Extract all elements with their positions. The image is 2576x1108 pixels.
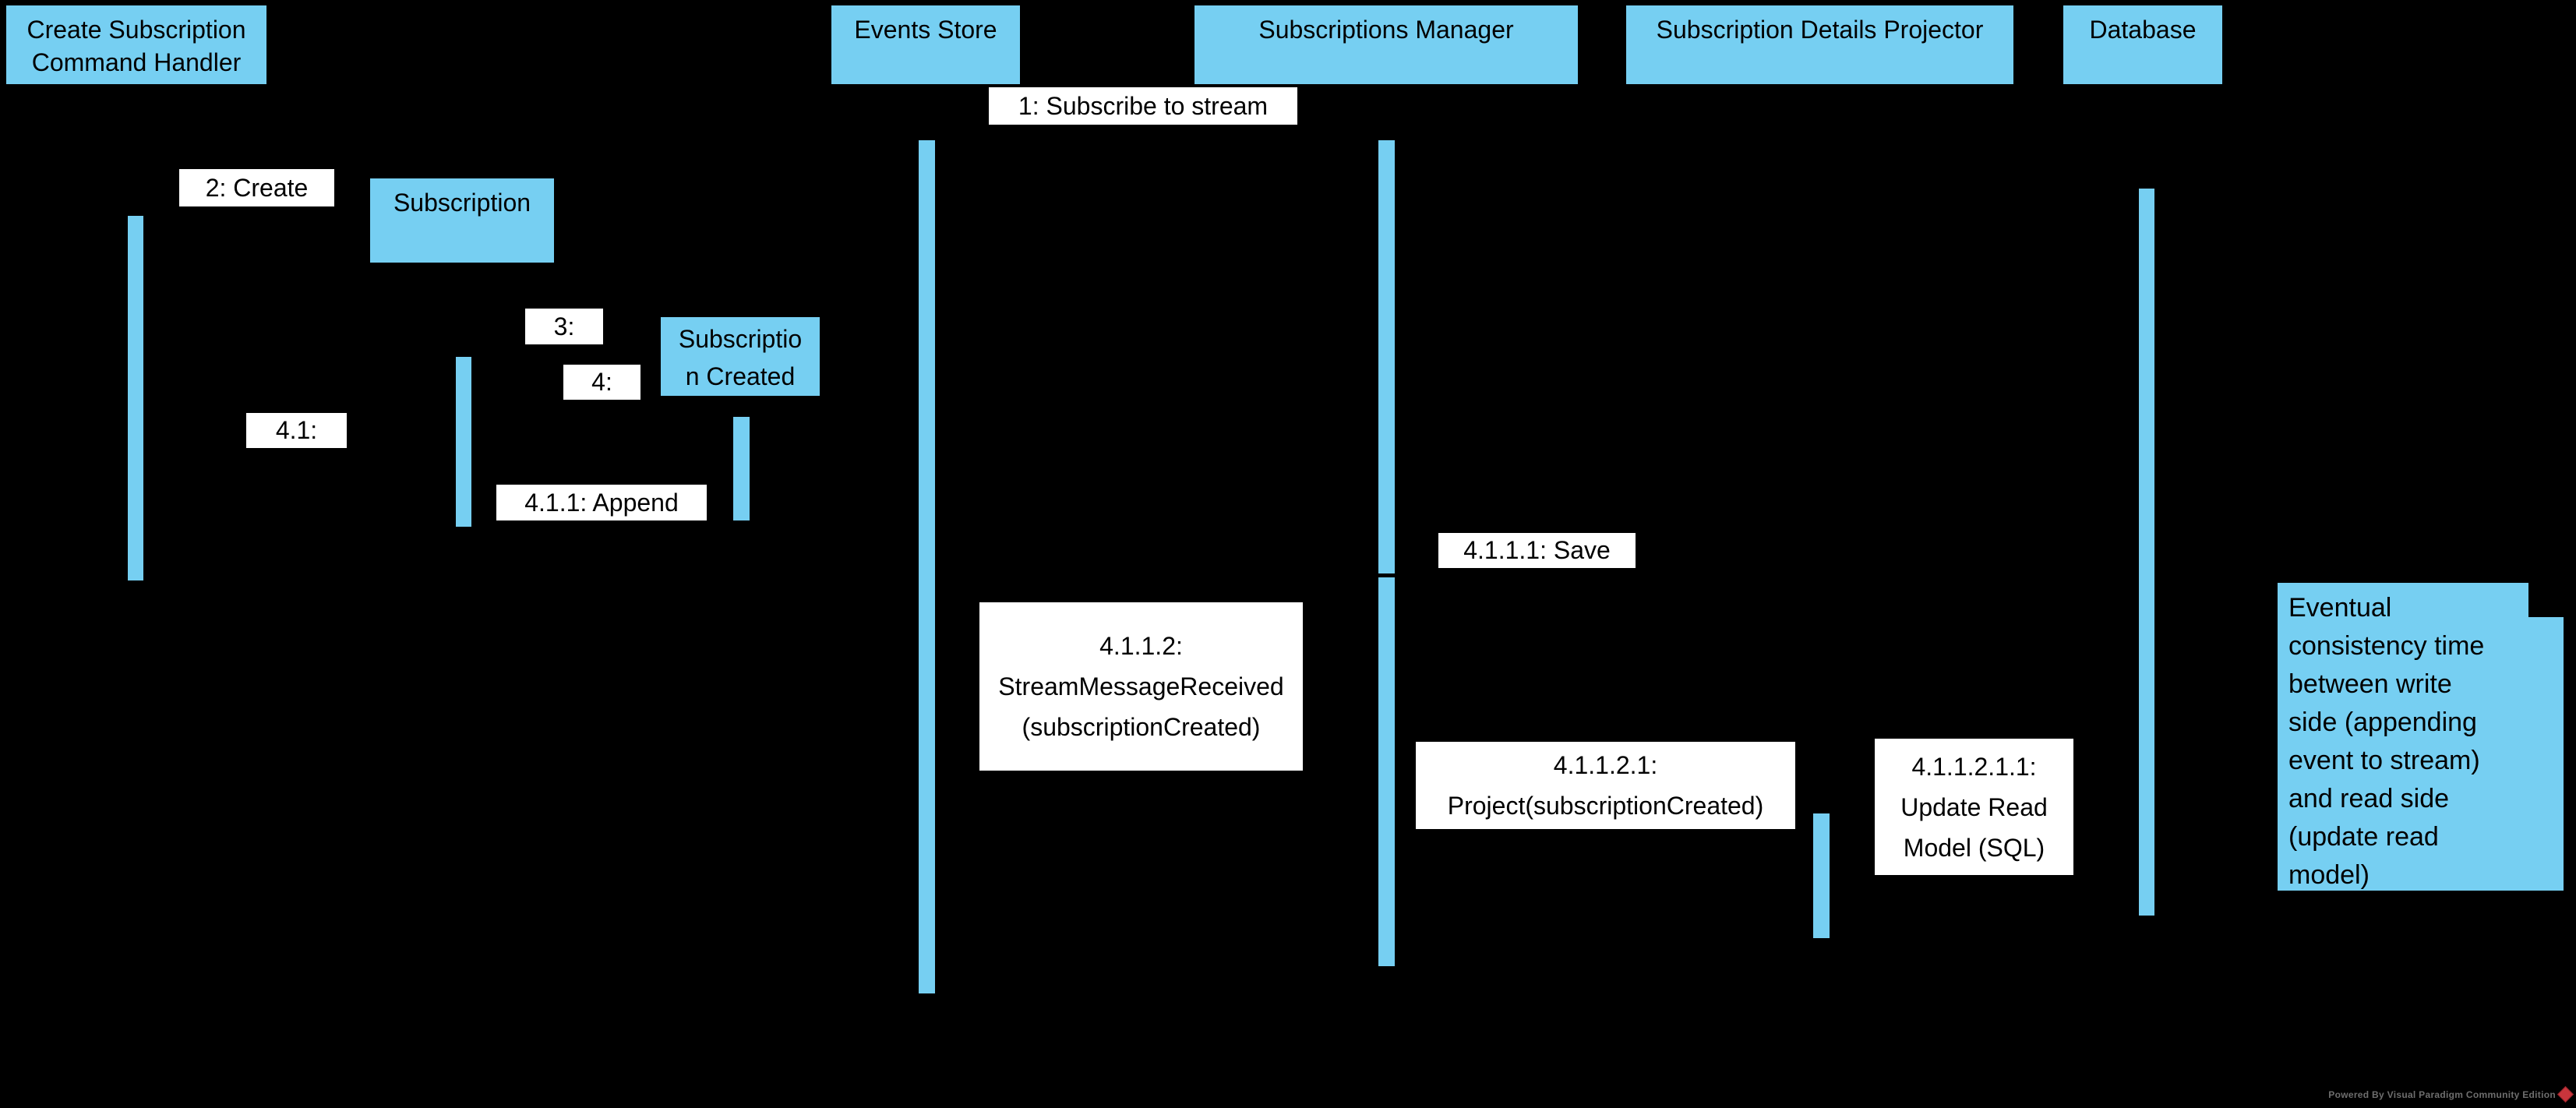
- message-label-update-read-model: 4.1.1.2.1.1: Update Read Model (SQL): [1875, 739, 2073, 875]
- message-label-line: Project(subscriptionCreated): [1447, 792, 1764, 820]
- message-label-create: 2: Create: [179, 169, 334, 206]
- watermark: Powered By Visual Paradigm Community Edi…: [2328, 1085, 2574, 1103]
- message-label-line: StreamMessageReceived: [998, 672, 1284, 700]
- message-label-line: 4.1.1.2:: [1099, 632, 1183, 660]
- message-label-line: (subscriptionCreated): [1022, 713, 1261, 741]
- lifeline-label: Subscription Details Projector: [1656, 16, 1984, 44]
- note-text-line: and read side: [2288, 784, 2450, 813]
- lifeline-label: Database: [2089, 16, 2197, 44]
- message-label-line: Model (SQL): [1903, 833, 2045, 862]
- message-label-3: 3:: [525, 309, 603, 344]
- lifeline-label-line: Command Handler: [31, 48, 242, 76]
- note-text-line: event to stream): [2288, 746, 2480, 775]
- activation-bar-subscriptions-manager-2: [1378, 577, 1395, 966]
- note-text-line: between write: [2288, 669, 2452, 699]
- message-label-4: 4:: [563, 365, 640, 400]
- lifeline-head-subscription-details-projector: Subscription Details Projector: [1626, 5, 2013, 84]
- activation-bar-database: [2139, 189, 2154, 916]
- message-label-stream-message-received: 4.1.1.2: StreamMessageReceived (subscrip…: [979, 602, 1303, 771]
- activation-bar-subscription-created: [733, 417, 750, 520]
- lifeline-head-subscriptions-manager: Subscriptions Manager: [1194, 5, 1578, 84]
- message-label-line: 4.1.1.2.1:: [1553, 751, 1658, 779]
- note-text-line: (update read: [2288, 822, 2439, 852]
- note-text-line: side (appending: [2288, 707, 2477, 737]
- message-label-line: 4.1.1.2.1.1:: [1911, 752, 2037, 781]
- note-text-line: consistency time: [2288, 631, 2485, 661]
- note-text-line: Eventual: [2288, 593, 2392, 623]
- message-label-line: Update Read: [1900, 792, 2048, 821]
- message-label-4-1: 4.1:: [246, 413, 347, 448]
- activation-bar-subscriptions-manager-1: [1378, 140, 1395, 573]
- visual-paradigm-logo-icon: [2557, 1085, 2574, 1103]
- watermark-text: Powered By Visual Paradigm Community Edi…: [2328, 1089, 2556, 1100]
- object-box-subscription: Subscription: [370, 178, 554, 263]
- lifeline-head-database: Database: [2063, 5, 2222, 84]
- activation-bar-subscription: [456, 357, 471, 527]
- message-label-project-subscription-created: 4.1.1.2.1: Project(subscriptionCreated): [1416, 742, 1795, 829]
- message-label-save: 4.1.1.1: Save: [1438, 533, 1636, 568]
- lifeline-head-events-store: Events Store: [831, 5, 1020, 84]
- lifeline-label-line: Create Subscription: [26, 16, 246, 44]
- activation-bar-command-handler: [128, 216, 143, 580]
- object-box-subscription-created: Subscriptio n Created: [661, 317, 820, 396]
- activation-bar-events-store: [919, 140, 935, 993]
- message-label-append: 4.1.1: Append: [496, 485, 707, 520]
- activation-bar-subscription-details-projector: [1813, 813, 1830, 938]
- note-eventual-consistency: Eventual consistency time between write …: [2278, 583, 2564, 891]
- message-label-subscribe-to-stream: 1: Subscribe to stream: [989, 87, 1297, 125]
- lifeline-head-create-subscription-command-handler: Create Subscription Command Handler: [6, 5, 266, 84]
- object-label-line: n Created: [685, 362, 796, 390]
- lifeline-label: Events Store: [854, 16, 997, 44]
- object-label: Subscription: [393, 189, 531, 217]
- lifeline-label: Subscriptions Manager: [1258, 16, 1514, 44]
- object-label-line: Subscriptio: [678, 325, 803, 353]
- note-text-line: model): [2288, 860, 2370, 890]
